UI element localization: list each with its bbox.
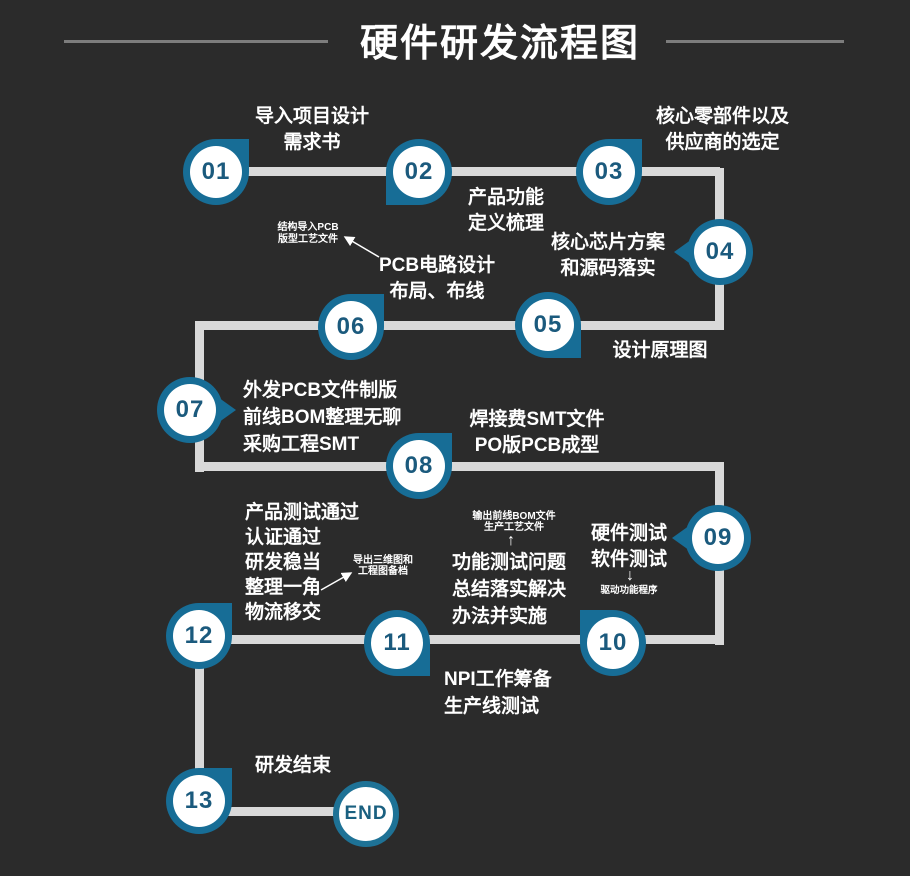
- node-number: 09: [692, 512, 744, 564]
- node-number: 06: [325, 301, 377, 353]
- label-line: 软件测试: [590, 549, 667, 570]
- label-line: 外发PCB文件制版: [243, 380, 398, 401]
- label-line: 办法并实施: [452, 606, 548, 627]
- label-line: 采购工程SMT: [243, 434, 360, 455]
- label-line: 产品测试通过: [245, 502, 360, 523]
- label-line: 核心芯片方案: [550, 232, 665, 253]
- label-line: PO版PCB成型: [474, 435, 600, 456]
- annotation-line: 导出三维图和: [353, 555, 413, 566]
- label-line: 导入项目设计: [254, 106, 369, 127]
- label-step-01: 导入项目设计 需求书: [212, 104, 412, 156]
- annotation-3d-export: 导出三维图和 工程图备档: [339, 555, 427, 577]
- label-step-07: 外发PCB文件制版 前线BOM整理无聊 采购工程SMT: [243, 377, 401, 458]
- page-title: 硬件研发流程图: [359, 23, 640, 65]
- node-step-08: 08: [386, 433, 452, 499]
- annotation-line: 工程图备档: [358, 566, 408, 577]
- label-line: 整理一角: [245, 577, 322, 598]
- label-step-03: 核心零部件以及 供应商的选定: [620, 104, 825, 156]
- connector-col-left-2: [195, 636, 204, 806]
- node-number: 02: [393, 146, 445, 198]
- connector-row1: [216, 167, 720, 176]
- connector-row5: [199, 807, 369, 816]
- node-number: 03: [583, 146, 635, 198]
- title-rule-right: [666, 40, 844, 43]
- label-step-10: 功能测试问题 总结落实解决 办法并实施: [452, 549, 566, 630]
- label-line: 生产线测试: [444, 696, 540, 717]
- node-step-12: 12: [166, 603, 232, 669]
- label-line: 核心零部件以及: [655, 106, 789, 127]
- label-line: 需求书: [283, 132, 341, 153]
- label-step-08: 焊接费SMT文件 PO版PCB成型: [447, 407, 627, 459]
- arrow-down-icon: ↓: [626, 567, 634, 584]
- node-step-06: 06: [318, 294, 384, 360]
- label-step-13: 研发结束: [233, 753, 353, 779]
- connector-row3: [195, 462, 724, 471]
- annotation-line: 结构导入PCB: [277, 222, 339, 233]
- annotation-bom-output: 输出前线BOM文件 生产工艺文件: [444, 511, 584, 533]
- node-number: 05: [522, 299, 574, 351]
- node-number: 10: [587, 617, 639, 669]
- label-line: 定义梳理: [467, 213, 544, 234]
- annotation-line: 输出前线BOM文件: [472, 511, 556, 522]
- label-line: 焊接费SMT文件: [469, 409, 605, 430]
- title-rule-left: [64, 40, 328, 43]
- label-step-02: 产品功能 定义梳理: [426, 185, 586, 237]
- node-step-03: 03: [576, 139, 642, 205]
- node-step-04: 04: [674, 219, 753, 285]
- node-end: END: [333, 781, 399, 847]
- node-step-02: 02: [386, 139, 452, 205]
- label-line: 前线BOM整理无聊: [243, 407, 402, 428]
- node-number: 08: [393, 440, 445, 492]
- connector-row2: [195, 321, 724, 330]
- node-step-01: 01: [183, 139, 249, 205]
- label-step-04: 核心芯片方案 和源码落实: [518, 230, 698, 282]
- label-line: 产品功能: [467, 187, 544, 208]
- node-step-09: 09: [672, 505, 751, 571]
- connector-row4: [195, 635, 724, 644]
- label-line: 物流移交: [245, 602, 322, 623]
- annotation-line: 版型工艺文件: [278, 234, 338, 245]
- label-step-11: NPI工作筹备 生产线测试: [444, 666, 552, 720]
- label-step-12: 产品测试通过 认证通过 研发稳当 整理一角 物流移交: [245, 500, 359, 625]
- label-line: 总结落实解决: [452, 579, 567, 600]
- node-step-07: 07: [157, 377, 236, 443]
- label-line: 认证通过: [245, 527, 322, 548]
- annotation-line: 驱动功能程序: [600, 585, 658, 596]
- annotation-driver-program: 驱动功能程序: [584, 585, 674, 597]
- node-number: 13: [173, 775, 225, 827]
- node-step-11: 11: [364, 610, 430, 676]
- label-line: 研发结束: [254, 755, 331, 776]
- label-line: 和源码落实: [560, 258, 656, 279]
- label-line: PCB电路设计: [378, 255, 496, 276]
- node-number: 07: [164, 384, 216, 436]
- node-number: 04: [694, 226, 746, 278]
- label-step-09: 硬件测试 软件测试: [569, 521, 689, 573]
- annotation-pcb-structure: 结构导入PCB 版型工艺文件: [273, 222, 343, 246]
- node-number: 12: [173, 610, 225, 662]
- node-number: 11: [371, 617, 423, 669]
- node-step-10: 10: [580, 610, 646, 676]
- arrow-up-icon: ↑: [507, 532, 515, 549]
- label-line: 设计原理图: [612, 340, 708, 361]
- node-step-13: 13: [166, 768, 232, 834]
- label-line: 供应商的选定: [665, 132, 780, 153]
- annotation-line: 生产工艺文件: [484, 522, 544, 533]
- label-step-05: 设计原理图: [580, 338, 740, 364]
- label-line: 硬件测试: [590, 523, 667, 544]
- label-line: NPI工作筹备: [444, 669, 552, 690]
- label-line: 研发稳当: [245, 552, 322, 573]
- node-number: 01: [190, 146, 242, 198]
- label-step-06: PCB电路设计 布局、布线: [347, 253, 527, 305]
- label-line: 功能测试问题: [452, 552, 567, 573]
- node-step-05: 05: [515, 292, 581, 358]
- label-line: 布局、布线: [389, 281, 485, 302]
